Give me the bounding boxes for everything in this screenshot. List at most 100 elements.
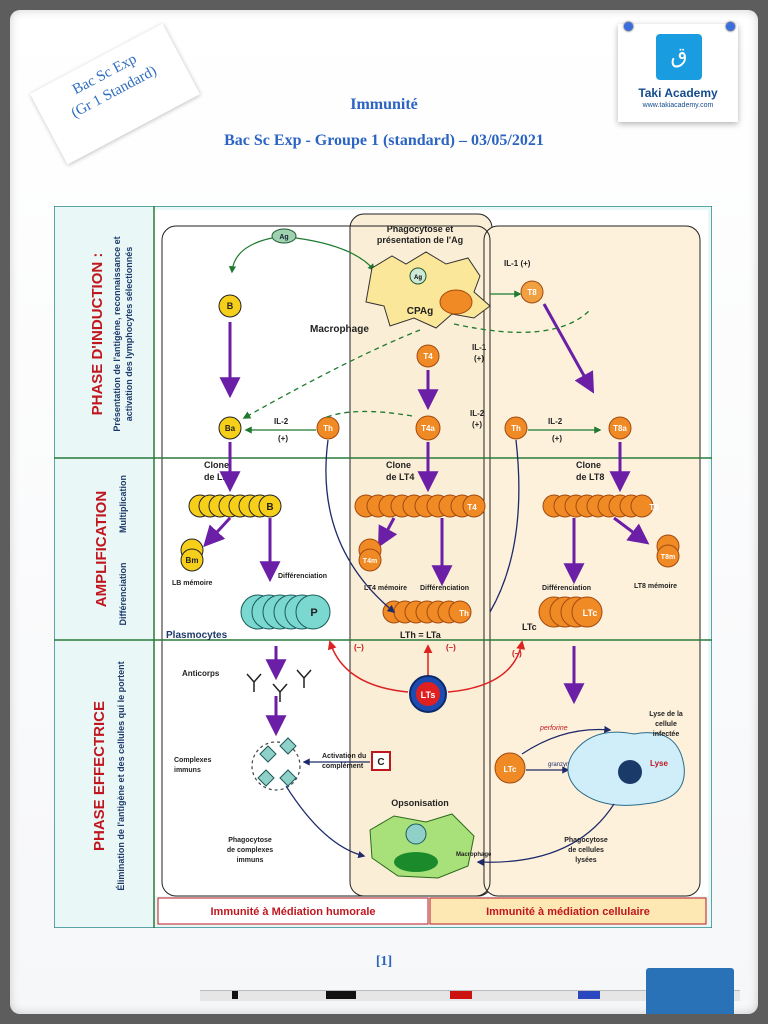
phago-complexes-2: de complexes <box>227 847 273 854</box>
lts-cell-icon <box>416 682 440 706</box>
macrophage-label: Macrophage <box>310 324 369 335</box>
th-right-arc <box>489 439 520 613</box>
th-cell-right-icon <box>504 416 528 440</box>
lyse-cellule-3: infectée <box>653 731 680 738</box>
phase-effectrice-sub: Élimination de l'antigène et des cellule… <box>116 661 126 890</box>
ltc-effector-label: LTc <box>503 765 517 774</box>
differenciation-t4-label: Différenciation <box>420 585 469 592</box>
lth-stack <box>382 600 472 624</box>
complement-label: C <box>377 757 384 768</box>
lyse-cellule-2: cellule <box>655 721 677 728</box>
complexes-label-1: Complexes <box>174 757 211 764</box>
presentation-to-t8-dashed <box>453 309 591 333</box>
t8-cell-icon <box>520 280 544 304</box>
lth-head-label: Th <box>459 609 469 618</box>
page-subtitle: Bac Sc Exp - Groupe 1 (standard) – 03/05… <box>224 132 544 149</box>
th-to-lth-arrow <box>325 439 396 613</box>
granzyme-label: granzyme <box>548 762 575 768</box>
t8m-cell-icon <box>656 544 680 568</box>
ltc-effector-icon <box>494 752 526 784</box>
phago-lysees-3: lysées <box>575 857 597 864</box>
humoral-zone <box>161 225 491 897</box>
ba-cell-icon <box>218 416 242 440</box>
clone-lt4-head-label: T4 <box>467 503 477 512</box>
humorale-label: Immunité à Médiation humorale <box>210 906 375 918</box>
ltc-label: LTc <box>522 622 537 632</box>
lt4-memoire-label: LT4 mémoire <box>364 585 407 592</box>
il1-t4-label: IL-1 <box>472 343 487 352</box>
logo-name: Taki Academy <box>638 86 718 100</box>
cellulaire-banner <box>429 897 707 925</box>
clone-lt4-label-2: de LT4 <box>386 472 414 482</box>
phago-label-2: présentation de l'Ag <box>377 235 463 245</box>
lyse-label: Lyse <box>650 759 668 768</box>
t8m-label: T8m <box>661 554 675 561</box>
phase-amplification-sub-1: Différenciation <box>118 562 128 625</box>
lt8-memoire-label: LT8 mémoire <box>634 583 677 590</box>
whiteboard-page: Bac Sc Exp (Gr 1 Standard) ق Taki Academ… <box>10 10 758 1014</box>
lyse-cellule-1: Lyse de la <box>649 711 683 718</box>
clone-lb-head-label: B <box>266 502 273 513</box>
antigen-icon <box>271 228 297 244</box>
clone-lt4-label-1: Clone <box>386 460 411 470</box>
logo-url: www.takiacademy.com <box>642 102 714 109</box>
cellulaire-label: Immunité à médiation cellulaire <box>486 906 650 918</box>
phase-effectrice-title: PHASE EFFECTRICE <box>91 701 108 851</box>
infected-cell-nucleus-icon <box>618 760 642 784</box>
immunity-diagram-svg: PHASE D'INDUCTION : Présentation de l'an… <box>53 205 713 929</box>
inhib-label-1: (–) <box>354 643 364 652</box>
complexes-label-2: immuns <box>174 767 201 774</box>
phago-lysees-2: de cellules <box>568 847 604 854</box>
complement-icon <box>371 751 391 771</box>
il2-b-plus: (+) <box>278 434 288 443</box>
antibody-icon <box>246 673 262 692</box>
phase-induction-title: PHASE D'INDUCTION : <box>89 253 106 416</box>
page-title: Immunité <box>350 96 418 113</box>
t4-cell-label: T4 <box>423 352 433 361</box>
lts-inhibit-t8-arrow <box>447 640 526 693</box>
t4a-cell-icon <box>415 415 441 441</box>
bm-label: Bm <box>186 556 199 565</box>
clone-lb-stack <box>188 494 282 518</box>
il2-b-label: IL-2 <box>274 417 289 426</box>
pin-icon <box>624 22 633 31</box>
clone-lt8-stack <box>542 494 654 518</box>
to-bm-arrow <box>203 516 232 548</box>
phago-label-1: Phagocytose et <box>387 224 454 234</box>
th-cell-right-label: Th <box>511 424 521 433</box>
differenciation-t8-label: Différenciation <box>542 585 591 592</box>
bm-cell-icon <box>180 548 204 572</box>
lts-inhibit-b-arrow <box>327 640 409 693</box>
antibody-icon <box>272 683 288 702</box>
differenciation-b-label: Différenciation <box>278 573 327 580</box>
il2-t8-plus: (+) <box>552 434 562 443</box>
taki-academy-logo: ق Taki Academy www.takiacademy.com <box>618 24 738 122</box>
t4m-label: T4m <box>363 558 377 565</box>
inhib-label-3: (–) <box>512 649 522 658</box>
il1-t4-plus: (+) <box>474 354 484 363</box>
cellular-zone <box>483 225 701 897</box>
page-tab <box>646 968 734 1014</box>
plasmocyte-label-p: P <box>310 607 317 619</box>
to-t4m-arrow <box>378 517 398 548</box>
clone-cell-icon <box>448 600 472 624</box>
antigen-to-b-arrow <box>228 237 273 274</box>
humorale-banner <box>157 897 429 925</box>
macrophage-effector-label: Macrophage <box>456 852 492 858</box>
clone-lt8-label-1: Clone <box>576 460 601 470</box>
marker-icon <box>232 991 238 999</box>
clone-lt8-label-2: de LT8 <box>576 472 604 482</box>
b-cell-icon <box>218 294 242 318</box>
macrophage-effector-nucleus-icon <box>394 852 438 872</box>
t4m-cell-icon <box>358 548 382 572</box>
t8a-cell-label: T8a <box>613 424 627 433</box>
immunity-diagram: PHASE D'INDUCTION : Présentation de l'an… <box>53 205 713 929</box>
ltc-head-label: LTc <box>583 608 598 618</box>
ltc-stack <box>538 596 603 628</box>
clone-lt8-head-label: T8 <box>649 503 659 512</box>
to-t8m-arrow <box>613 516 650 545</box>
pin-icon <box>726 22 735 31</box>
phago-complexes-3: immuns <box>237 857 264 864</box>
phase-induction-sub-2: activation des lymphocytes sélectionnés <box>124 247 134 422</box>
plasmocyte-stack <box>240 594 331 630</box>
